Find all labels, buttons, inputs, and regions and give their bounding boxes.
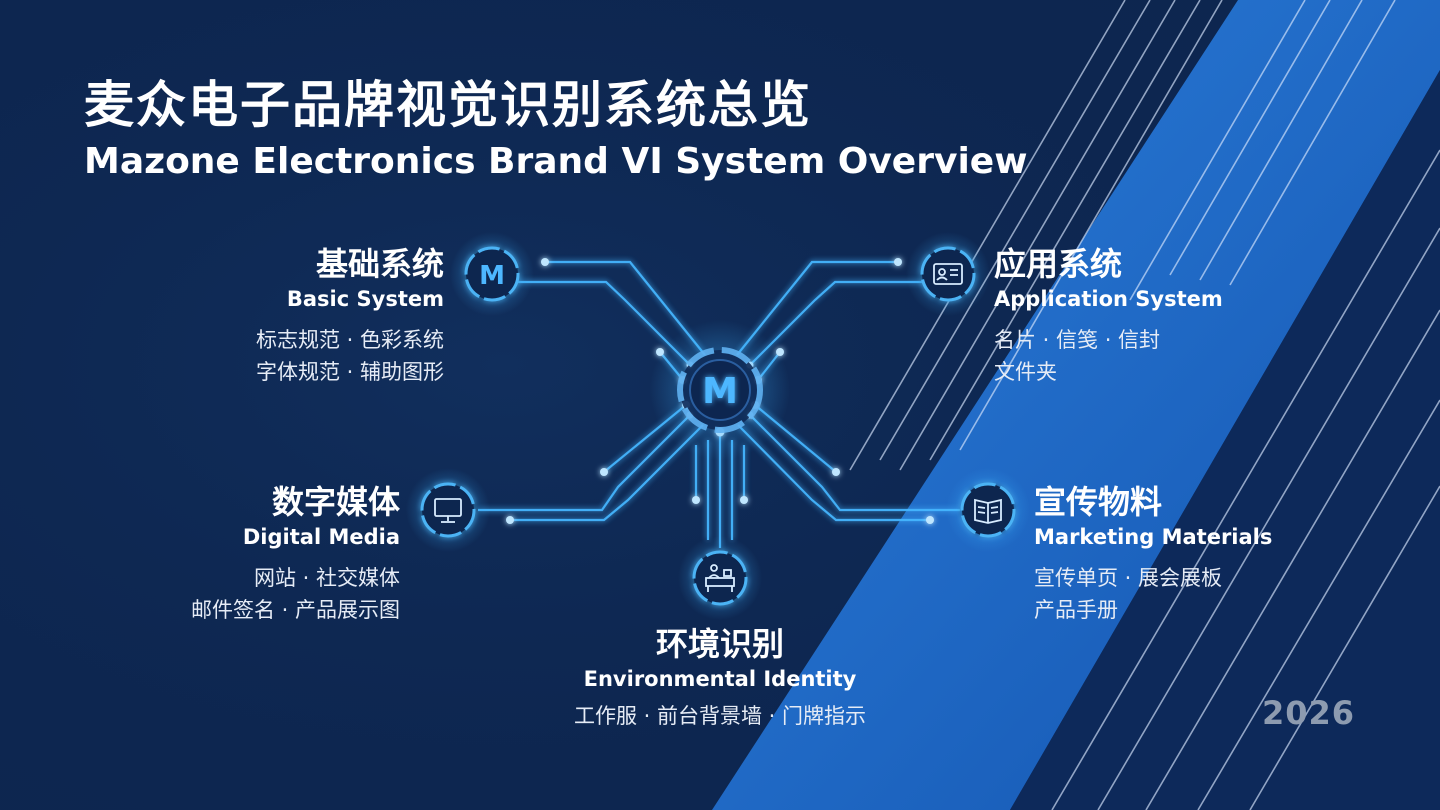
reception-desk-icon: [705, 564, 735, 592]
module-item-list: 标志规范 · 色彩系统 字体规范 · 辅助图形: [256, 324, 444, 388]
node-application: [906, 232, 990, 316]
module-title-zh: 宣传物料: [1034, 483, 1163, 521]
page-title: 麦众电子品牌视觉识别系统总览: [84, 76, 812, 134]
module-title-en: Application System: [994, 287, 1223, 311]
module-title-en: Environmental Identity: [583, 667, 857, 691]
node-basic: M: [450, 232, 534, 316]
module-item-list: 名片 · 信笺 · 信封 文件夹: [994, 324, 1223, 388]
module-title-en: Marketing Materials: [1034, 525, 1273, 549]
module-title-zh: 应用系统: [994, 245, 1123, 283]
page-subtitle: Mazone Electronics Brand VI System Overv…: [84, 141, 1028, 182]
central-hub: M: [650, 320, 790, 460]
module-basic-system: 基础系统 Basic System 标志规范 · 色彩系统 字体规范 · 辅助图…: [256, 244, 444, 388]
brochure-icon: [974, 498, 1002, 524]
year-label: 2026: [1262, 694, 1356, 732]
module-digital-media: 数字媒体 Digital Media 网站 · 社交媒体 邮件签名 · 产品展示…: [191, 482, 400, 626]
module-item: 标志规范 · 色彩系统: [255, 328, 444, 352]
module-application-system: 应用系统 Application System 名片 · 信笺 · 信封 文件夹: [994, 244, 1223, 388]
streak-lines: [849, 0, 1440, 810]
node-digital: [406, 468, 490, 552]
node-marketing: [946, 468, 1030, 552]
module-title-zh: 数字媒体: [271, 483, 400, 521]
module-title-zh: 基础系统: [315, 245, 444, 283]
module-item: 产品手册: [1034, 598, 1118, 622]
module-environmental-identity: 环境识别 Environmental Identity 工作服 · 前台背景墙 …: [574, 624, 866, 732]
module-item: 名片 · 信笺 · 信封: [994, 328, 1161, 352]
module-title-en: Digital Media: [242, 525, 400, 549]
monitor-icon: [434, 498, 462, 523]
accent-band: [712, 0, 1440, 810]
module-title-en: Basic System: [286, 287, 444, 311]
module-item: 字体规范 · 辅助图形: [255, 360, 444, 384]
module-marketing-materials: 宣传物料 Marketing Materials 宣传单页 · 展会展板 产品手…: [1034, 482, 1272, 626]
basic-logo-icon: M: [479, 261, 505, 291]
module-item: 邮件签名 · 产品展示图: [190, 598, 400, 622]
id-card-icon: [933, 263, 963, 285]
hub-logo-letter: M: [702, 371, 738, 412]
module-item-list: 工作服 · 前台背景墙 · 门牌指示: [574, 700, 866, 732]
module-item-list: 宣传单页 · 展会展板 产品手册: [1034, 562, 1272, 626]
accent-band-dark: [1010, 70, 1440, 810]
module-item: 宣传单页 · 展会展板: [1034, 566, 1223, 590]
module-title-zh: 环境识别: [655, 625, 784, 663]
node-environment: [678, 536, 762, 620]
module-item: 网站 · 社交媒体: [253, 566, 400, 590]
module-item: 工作服 · 前台背景墙 · 门牌指示: [573, 704, 867, 728]
module-item: 文件夹: [994, 360, 1057, 384]
module-item-list: 网站 · 社交媒体 邮件签名 · 产品展示图: [191, 562, 400, 626]
